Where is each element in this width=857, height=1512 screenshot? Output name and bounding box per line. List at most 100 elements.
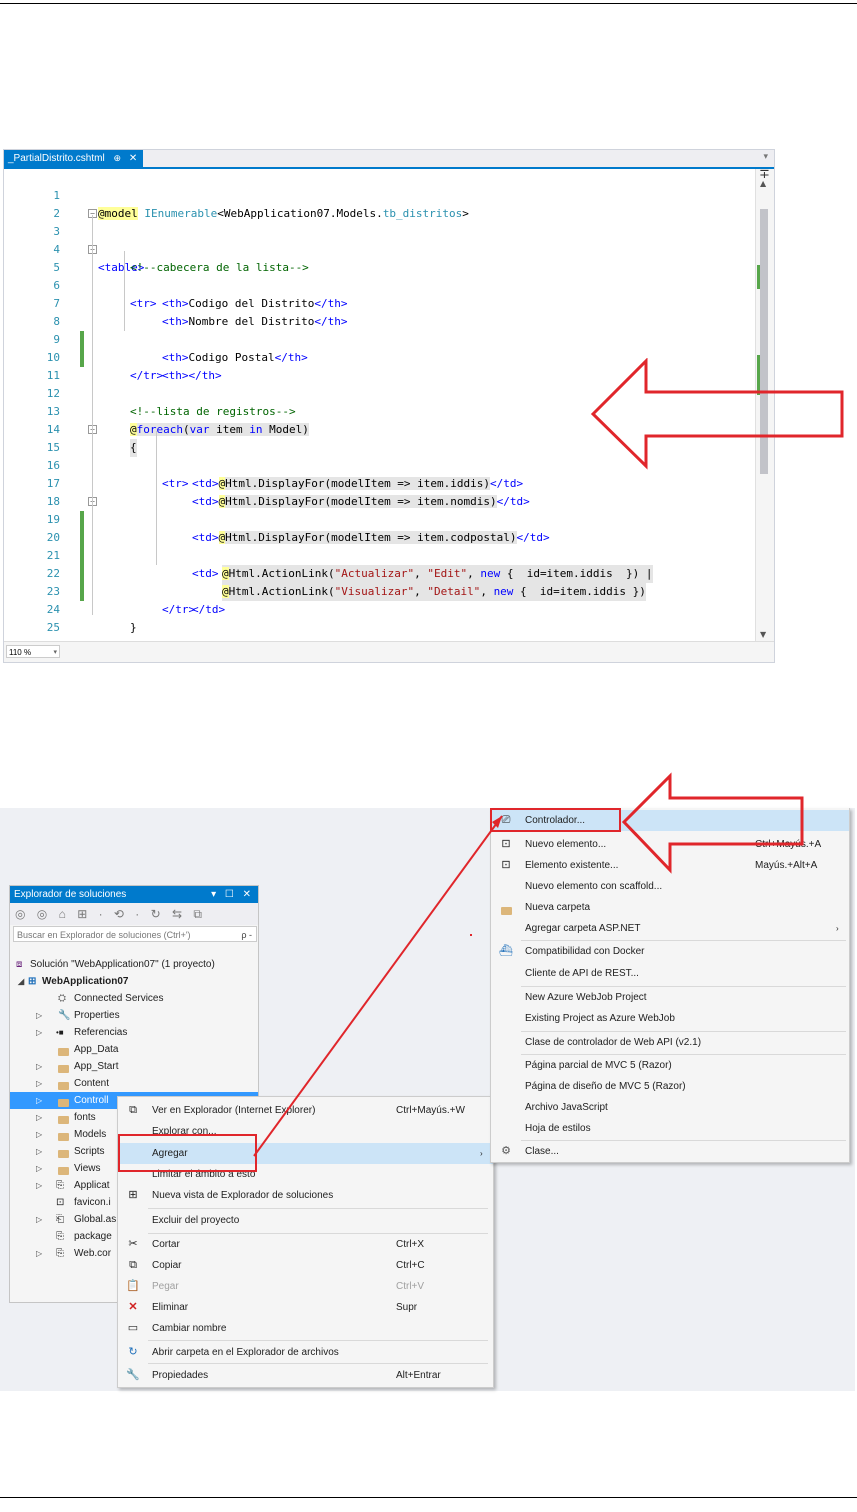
menu-item-paste[interactable]: 📋 Pegar Ctrl+V (118, 1276, 493, 1297)
menu-item-asp-folder[interactable]: Agregar carpeta ASP.NET › (491, 918, 849, 939)
folder-icon (58, 1096, 69, 1113)
razor-keyword: @model (98, 207, 138, 220)
menu-item-delete[interactable]: ✕ Eliminar Supr (118, 1297, 493, 1318)
menu-item-docker[interactable]: ⛴ Compatibilidad con Docker (491, 941, 849, 962)
tree-item-content[interactable]: ▷ Content (10, 1075, 258, 1092)
code-line: 13 @foreach(var item in Model) (4, 385, 756, 436)
tree-item-favicon[interactable]: ⊡ favicon.i (10, 1194, 258, 1211)
code-line: 6 <th>Codigo del Distrito</th> (4, 259, 756, 310)
window-controls[interactable]: ▾ ☐ ✕ (211, 889, 254, 900)
code-line: 25 </table> (4, 601, 756, 652)
menu-item-label: Existing Project as Azure WebJob (525, 1013, 675, 1024)
line-number: 5 (53, 261, 60, 274)
search-input[interactable]: Buscar en Explorador de soluciones (Ctrl… (13, 926, 257, 942)
chevron-down-icon: ▾ (53, 649, 57, 656)
code-string: "Visualizar" (334, 585, 415, 598)
menu-item-add[interactable]: Agregar › (118, 1143, 493, 1164)
expand-icon[interactable]: ▷ (36, 1181, 43, 1190)
delete-icon: ✕ (128, 1301, 138, 1313)
menu-item-browse-with[interactable]: Explorar con... (118, 1121, 493, 1142)
scrollbar-thumb[interactable] (760, 209, 768, 474)
menu-item-scaffold[interactable]: Nuevo elemento con scaffold... (491, 876, 849, 897)
expand-icon[interactable]: ▷ (36, 1079, 43, 1088)
expand-icon[interactable]: ▷ (36, 1147, 43, 1156)
code-token: Nombre del Distrito (188, 315, 315, 328)
indent-guide (92, 215, 93, 615)
menu-item-existing-webjob[interactable]: Existing Project as Azure WebJob (491, 1008, 849, 1029)
solution-explorer-toolbar[interactable]: ◎ ◎ ⌂ ⊞ · ⟲ · ↻ ⇆ ⧉ (10, 903, 258, 925)
tree-item-project[interactable]: ◢ ⊞ WebApplication07 (10, 973, 258, 990)
menu-item-layout-page[interactable]: Página de diseño de MVC 5 (Razor) (491, 1076, 849, 1097)
code-line: 1 @model IEnumerable<WebApplication07.Mo… (4, 169, 756, 220)
pin-icon[interactable]: ⊕ (113, 153, 122, 163)
menu-item-cut[interactable]: ✂ Cortar Ctrl+X (118, 1234, 493, 1255)
menu-item-controller[interactable]: ⎚ Controlador... (491, 810, 849, 831)
menu-item-existing-item[interactable]: ⊡ Elemento existente... Mayús.+Alt+A (491, 855, 849, 876)
menu-item-javascript[interactable]: Archivo JavaScript (491, 1097, 849, 1118)
menu-item-rest-client[interactable]: Cliente de API de REST... (491, 963, 849, 984)
menu-item-partial-page[interactable]: Página parcial de MVC 5 (Razor) (491, 1055, 849, 1076)
menu-item-label: Copiar (152, 1260, 182, 1271)
web-project-icon: ⊞ (28, 976, 37, 987)
menu-item-class[interactable]: ⚙ Clase... (491, 1141, 849, 1162)
tree-item-global[interactable]: ▷ ⎗ Global.as (10, 1211, 258, 1228)
tree-item-app-data[interactable]: App_Data (10, 1041, 258, 1058)
expand-icon[interactable]: ▷ (36, 1249, 43, 1258)
tree-item-solution[interactable]: ⧈ Solución "WebApplication07" (1 proyect… (10, 956, 258, 973)
menu-item-new-solution-view[interactable]: ⊞ Nueva vista de Explorador de solucione… (118, 1185, 493, 1206)
menu-separator (148, 1233, 488, 1234)
close-icon[interactable]: ✕ (128, 153, 138, 164)
tree-item-references[interactable]: ▷ •■ Referencias (10, 1024, 258, 1041)
menu-item-new-folder[interactable]: Nueva carpeta (491, 897, 849, 918)
tree-item-label: Properties (74, 1010, 120, 1021)
menu-item-view-in-browser[interactable]: ⧉ Ver en Explorador (Internet Explorer) … (118, 1100, 493, 1121)
indent-guide (156, 431, 157, 565)
menu-item-web-api-controller[interactable]: Clase de controlador de Web API (v2.1) (491, 1032, 849, 1053)
menu-item-stylesheet[interactable]: Hoja de estilos (491, 1118, 849, 1139)
tree-item-app-start[interactable]: ▷ App_Start (10, 1058, 258, 1075)
code-area[interactable]: 1 @model IEnumerable<WebApplication07.Mo… (4, 169, 756, 652)
search-icon[interactable]: ρ - (241, 930, 252, 940)
expand-icon[interactable]: ▷ (36, 1011, 43, 1020)
expand-icon[interactable]: ▷ (36, 1096, 43, 1105)
menu-item-properties[interactable]: 🔧 Propiedades Alt+Entrar (118, 1365, 493, 1386)
tree-item-models[interactable]: ▷ Models (10, 1126, 258, 1143)
scroll-up-icon[interactable]: ▲ (760, 179, 767, 188)
page-top-rule (0, 3, 857, 4)
menu-item-scope-to-this[interactable]: Limitar el ámbito a esto (118, 1164, 493, 1185)
folder-icon (498, 902, 514, 923)
tree-item-properties[interactable]: ▷ 🔧 Properties (10, 1007, 258, 1024)
menu-item-azure-webjob[interactable]: New Azure WebJob Project (491, 987, 849, 1008)
expand-icon[interactable]: ▷ (36, 1028, 43, 1037)
tree-item-scripts[interactable]: ▷ Scripts (10, 1143, 258, 1160)
menu-item-exclude[interactable]: Excluir del proyecto (118, 1210, 493, 1231)
zoom-select[interactable]: 110 % ▾ (6, 645, 60, 658)
expand-icon[interactable]: ▷ (36, 1215, 43, 1224)
menu-item-copy[interactable]: ⧉ Copiar Ctrl+C (118, 1255, 493, 1276)
chevron-down-icon[interactable]: ▾ (763, 152, 768, 162)
expand-icon[interactable]: ▷ (36, 1062, 43, 1071)
menu-item-rename[interactable]: ▭ Cambiar nombre (118, 1318, 493, 1339)
menu-item-shortcut: Ctrl+Mayús.+W (396, 1105, 465, 1116)
tree-item-web-config[interactable]: ▷ ⎘ Web.cor (10, 1245, 258, 1262)
menu-item-label: Nuevo elemento... (525, 839, 607, 850)
vertical-scrollbar[interactable]: ∓ ▲ ▼ (755, 167, 774, 641)
tree-item-fonts[interactable]: ▷ fonts (10, 1109, 258, 1126)
menu-item-open-folder[interactable]: ↻ Abrir carpeta en el Explorador de arch… (118, 1342, 493, 1363)
tab-partial-distrito[interactable]: _PartialDistrito.cshtml ⊕ ✕ (4, 150, 144, 167)
tree-item-connected-services[interactable]: ⛭ Connected Services (10, 990, 258, 1007)
split-icon[interactable]: ∓ (759, 167, 770, 182)
scroll-down-icon[interactable]: ▼ (760, 630, 767, 639)
tree-item-packages[interactable]: ⎘ package (10, 1228, 258, 1245)
menu-item-label: Cambiar nombre (152, 1323, 227, 1334)
expand-icon[interactable]: ▷ (36, 1130, 43, 1139)
expand-icon[interactable]: ▷ (36, 1113, 43, 1122)
tree-item-views[interactable]: ▷ Views (10, 1160, 258, 1177)
menu-item-label: New Azure WebJob Project (525, 992, 647, 1003)
tree-item-application-insights[interactable]: ▷ ⎘ Applicat (10, 1177, 258, 1194)
expand-icon[interactable]: ▷ (36, 1164, 43, 1173)
expand-icon[interactable]: ◢ (18, 977, 25, 986)
code-line: 5 − <tr> (4, 241, 756, 310)
line-number: 11 (46, 369, 60, 382)
menu-item-shortcut: Ctrl+C (396, 1260, 425, 1271)
